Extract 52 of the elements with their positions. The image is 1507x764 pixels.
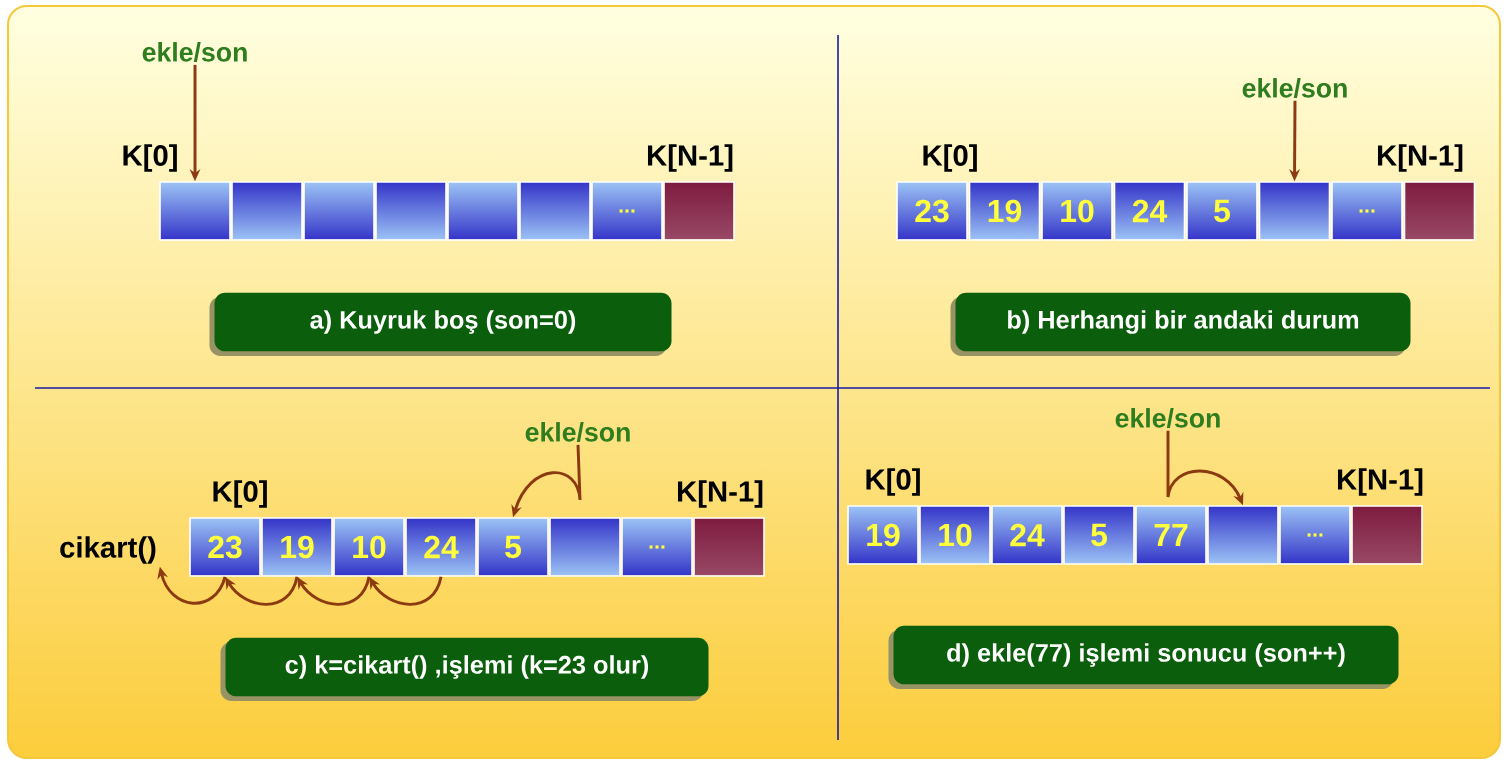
- array-cell: [303, 181, 375, 241]
- array-cell: [693, 517, 765, 577]
- array-cell: 77: [1135, 505, 1207, 565]
- array-cell: 23: [189, 517, 261, 577]
- array-cell: [519, 181, 591, 241]
- caption-box: c) k=cikart() ,işlemi (k=23 olur): [220, 637, 709, 701]
- pointer-label: ekle/son: [1115, 408, 1220, 428]
- array-cell: ...: [1331, 181, 1403, 241]
- array-cell: 24: [405, 517, 477, 577]
- array-cell: 19: [261, 517, 333, 577]
- array-cell: 10: [333, 517, 405, 577]
- array-cell: 10: [1041, 181, 1113, 241]
- array-cell: [549, 517, 621, 577]
- function-label: cikart(): [60, 536, 156, 564]
- array-cell: [1351, 505, 1423, 565]
- array-cell: ...: [621, 517, 693, 577]
- array-cell: 19: [968, 181, 1041, 241]
- index-label: K[0]: [213, 480, 267, 508]
- array-cell: [159, 181, 231, 241]
- index-label: K[0]: [866, 468, 920, 496]
- array-cell: 19: [847, 505, 919, 565]
- index-label: K[N-1]: [648, 144, 733, 172]
- index-label: K[0]: [923, 144, 977, 172]
- array-cell: ...: [591, 181, 663, 241]
- pointer-label: ekle/son: [1242, 78, 1347, 98]
- arrow: [369, 576, 443, 606]
- array-cell: 10: [919, 505, 991, 565]
- index-label: K[0]: [123, 144, 177, 172]
- caption-box: b) Herhangi bir andaki durum: [950, 292, 1411, 356]
- array-cell: [1207, 505, 1279, 565]
- index-label: K[N-1]: [1338, 468, 1423, 496]
- array-cell: 23: [896, 181, 968, 241]
- array-cell: 24: [991, 505, 1063, 565]
- array-cell: ...: [1279, 505, 1351, 565]
- index-label: K[N-1]: [1378, 144, 1463, 172]
- array-cell: 5: [477, 517, 549, 577]
- array-cell: 5: [1186, 181, 1258, 241]
- array-cell: [663, 181, 735, 241]
- array-cell: [1403, 181, 1476, 241]
- arrow: [297, 576, 371, 606]
- array-cell: [231, 181, 303, 241]
- index-label: K[N-1]: [678, 480, 763, 508]
- arrow: [225, 576, 299, 606]
- pointer-label: ekle/son: [525, 422, 630, 442]
- caption-box: d) ekle(77) işlemi sonucu (son++): [888, 625, 1399, 689]
- array-cell: [447, 181, 519, 241]
- array-cell: 5: [1063, 505, 1135, 565]
- pointer-label: ekle/son: [142, 42, 247, 62]
- array-cell: [1258, 181, 1331, 241]
- array-cell: [375, 181, 447, 241]
- caption-box: a) Kuyruk boş (son=0): [209, 292, 672, 356]
- array-cell: 24: [1113, 181, 1186, 241]
